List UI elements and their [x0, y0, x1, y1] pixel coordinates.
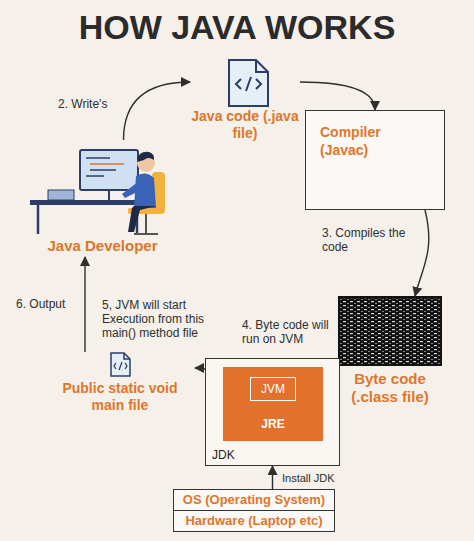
developer-illustration	[48, 190, 74, 200]
java-file-icon	[229, 60, 268, 106]
step-label: 4. Byte code will run on JVM	[240, 318, 336, 346]
node-label: Hardware (Laptop etc)	[182, 513, 326, 529]
flow-arrow	[415, 210, 429, 296]
bytecode-image	[338, 296, 442, 366]
node-label: Java code (.java file)	[190, 108, 300, 142]
developer-illustration	[128, 206, 156, 232]
main-file-icon	[125, 363, 127, 369]
container-box: JDK JRE JVM	[205, 358, 340, 466]
step-label: 6. Output	[14, 297, 67, 311]
layer-band: OS (Operating System)	[173, 489, 335, 511]
developer-illustration	[122, 182, 141, 198]
java-file-icon	[236, 79, 241, 89]
developer-illustration	[30, 150, 165, 234]
bytecode-image	[340, 298, 440, 364]
runtime-box: JRE JVM	[223, 367, 323, 441]
java-file-icon	[256, 79, 261, 89]
developer-illustration	[86, 175, 104, 177]
process-box: Compiler (Javac)	[305, 110, 445, 210]
step-label: 2. Write's	[56, 97, 109, 111]
developer-illustration	[145, 214, 147, 234]
main-file-icon	[119, 362, 122, 370]
node-label: Byte code (.class file)	[333, 370, 447, 406]
main-file-icon	[111, 353, 130, 376]
developer-illustration	[108, 190, 110, 200]
node-label: Java Developer	[15, 237, 190, 255]
java-file-icon	[246, 77, 251, 91]
java-file-icon	[229, 60, 268, 106]
step-label: 5, JVM will start Execution from this ma…	[100, 298, 236, 340]
step-label: 3. Compiles the code	[320, 226, 416, 254]
layer-band: Hardware (Laptop etc)	[173, 510, 335, 532]
node-label: Public static void main file	[45, 380, 195, 414]
vm-box: JVM	[250, 377, 296, 401]
developer-illustration	[37, 205, 40, 234]
developer-illustration	[137, 152, 154, 162]
file-node: Public static void main file	[45, 352, 195, 414]
main-file-icon	[114, 363, 116, 369]
node-label: JRE	[261, 417, 284, 431]
actor-node: Java Developer	[15, 140, 190, 255]
file-node: Java code (.java file)	[190, 58, 300, 142]
java-file-icon	[256, 60, 268, 72]
developer-illustration	[80, 150, 138, 190]
developer-illustration	[86, 157, 110, 159]
main-file-icon	[124, 353, 130, 359]
diagram-title: HOW JAVA WORKS	[0, 8, 474, 47]
developer-illustration	[134, 233, 158, 235]
flow-arrow	[272, 466, 273, 489]
node-label: JDK	[212, 448, 333, 462]
step-label: Install JDK	[280, 471, 337, 485]
flow-arrow	[300, 82, 375, 110]
node-label: JVM	[261, 382, 285, 396]
node-label: Compiler (Javac)	[320, 123, 410, 159]
developer-illustration	[90, 169, 116, 171]
main-file-icon	[111, 353, 130, 376]
bytecode-image	[338, 296, 442, 366]
flow-arrow	[124, 82, 191, 140]
flow-arrow	[84, 257, 85, 352]
developer-illustration	[90, 163, 124, 165]
file-node: Byte code (.class file)	[333, 296, 447, 406]
developer-illustration	[30, 200, 145, 205]
node-label: OS (Operating System)	[182, 492, 326, 508]
